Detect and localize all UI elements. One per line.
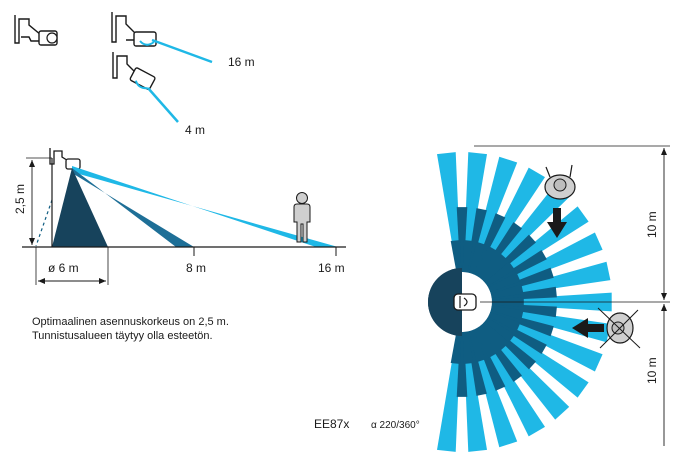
fan-ray-long-12 (484, 327, 570, 420)
sensor-icon (49, 148, 81, 170)
fan-ray-short-3 (474, 246, 498, 278)
near-cone-dashed-edge (35, 199, 53, 247)
fan-rays (437, 152, 612, 452)
fan-ray-short-2 (469, 241, 486, 275)
fan-ray-long-16 (437, 337, 461, 452)
fan-ray-mid-0 (456, 207, 468, 272)
fan-ray-long-15 (463, 337, 487, 452)
fan-ray-long-1 (463, 152, 487, 267)
fan-ray-short-5 (484, 261, 515, 287)
fan-ray-long-13 (478, 332, 545, 437)
short-range-label: 4 m (185, 123, 205, 137)
side-view: 2,5 m ø 6 m 8 m 16 m (13, 148, 346, 285)
fan-ray-long-4 (484, 184, 570, 277)
fan-ray-mid-5 (487, 250, 547, 289)
fan-ray-mid-2 (472, 213, 506, 276)
arrow-left-icon (572, 318, 604, 338)
fan-ray-short-1 (462, 240, 474, 273)
fan-ray-long-2 (471, 156, 518, 269)
fan-ray-short-7 (490, 284, 524, 299)
fan-ray-mid-8 (491, 303, 557, 318)
fan-ray-short-12 (480, 322, 507, 352)
long-range-beam (151, 38, 213, 64)
fan-ray-mid-4 (483, 234, 536, 284)
fan-ray-short-14 (469, 329, 486, 363)
fan-ray-long-11 (489, 321, 589, 398)
fan-ray-mid-13 (472, 328, 506, 391)
sensor-icon (111, 12, 157, 47)
distance-label-8m: 8 m (186, 261, 206, 275)
fan-ray-mid-10 (487, 315, 547, 354)
height-label: 2,5 m (13, 184, 27, 214)
near-zone-cover (428, 268, 462, 336)
fan-ray-mid-9 (490, 309, 554, 337)
fan-ray-mid-1 (466, 208, 487, 273)
fan-ray-short-6 (488, 272, 521, 292)
long-range-label: 16 m (228, 55, 255, 69)
arrow-down-icon (547, 208, 567, 238)
sensor-icon (14, 15, 58, 46)
fan-ray-long-0 (437, 152, 461, 267)
fan-ray-short-0 (450, 240, 462, 273)
person-icon (293, 192, 311, 243)
range-illustration: 16 m 4 m (14, 12, 255, 137)
angle-label: α 220/360° (371, 420, 420, 431)
fan-ray-long-14 (471, 335, 518, 448)
fan-ray-short-15 (462, 331, 474, 364)
note-line-2: Tunnistusalueen täytyy olla esteetön. (32, 330, 213, 342)
dimension-label-upper: 10 m (645, 211, 659, 238)
distance-label-16m: 16 m (318, 261, 345, 275)
fan-ray-mid-15 (456, 332, 468, 397)
top-view: 10 m 10 m EE87x α 220/360° (314, 145, 670, 452)
installation-note: Optimaalinen asennuskorkeus on 2,5 m. Tu… (32, 316, 229, 342)
fan-ray-short-16 (450, 331, 462, 364)
sensor-icon (112, 52, 156, 90)
short-range-beam (147, 87, 179, 123)
fan-ray-mid-12 (478, 325, 522, 382)
fan-ray-mid-14 (466, 331, 487, 396)
dimension-label-lower: 10 m (645, 357, 659, 384)
fan-ray-short-4 (480, 252, 507, 282)
fan-ray-short-10 (488, 312, 521, 332)
sensor-icon (453, 293, 477, 311)
fan-ray-mid-3 (478, 222, 522, 279)
fan-ray-mid-11 (483, 320, 536, 370)
fan-ray-long-7 (496, 261, 611, 297)
fan-ray-short-11 (484, 317, 515, 343)
walking-person-icon (597, 307, 641, 349)
fan-ray-long-3 (478, 167, 545, 272)
walking-person-icon (544, 164, 576, 200)
fan-ray-long-10 (493, 314, 603, 372)
fan-ray-short-9 (490, 305, 524, 320)
fan-ray-long-6 (493, 232, 603, 290)
model-label: EE87x (314, 417, 349, 431)
zone-near-cone (52, 168, 108, 247)
diameter-label: ø 6 m (48, 261, 79, 275)
note-line-1: Optimaalinen asennuskorkeus on 2,5 m. (32, 316, 229, 328)
fan-ray-mid-6 (490, 267, 554, 295)
fan-ray-short-13 (474, 326, 498, 358)
fan-ray-mid-7 (491, 286, 557, 301)
